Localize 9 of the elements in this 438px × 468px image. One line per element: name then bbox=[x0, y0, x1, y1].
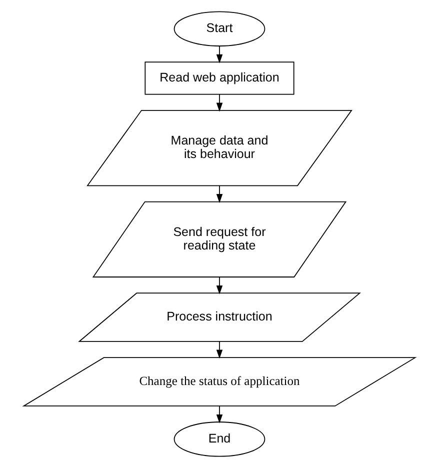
arrow bbox=[216, 406, 222, 424]
node-ellipse: End bbox=[173, 422, 265, 457]
arrow bbox=[216, 185, 222, 203]
node-box: Read web application bbox=[144, 62, 294, 95]
arrow bbox=[216, 94, 222, 112]
node-ellipse: Start bbox=[173, 11, 265, 46]
arrow bbox=[216, 276, 222, 294]
arrow bbox=[216, 46, 222, 64]
arrow bbox=[216, 341, 222, 359]
